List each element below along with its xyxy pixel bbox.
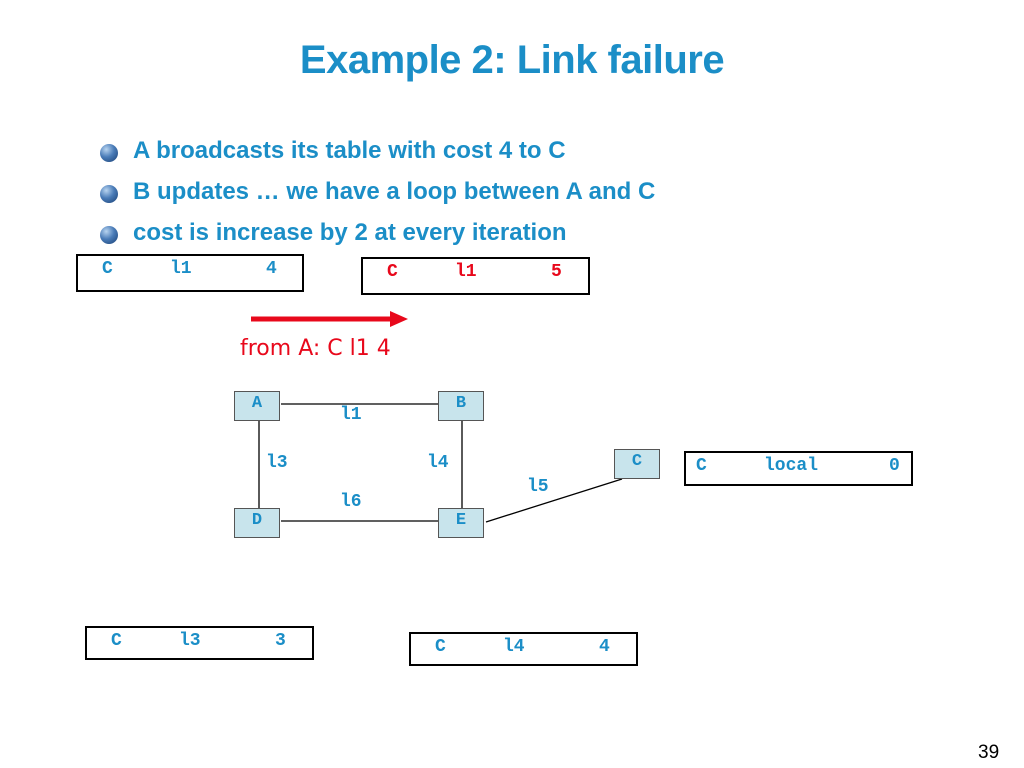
node-a: A	[234, 391, 280, 421]
node-b: B	[438, 391, 484, 421]
table-dest: C	[102, 259, 113, 279]
table-cost: 4	[266, 259, 277, 279]
routing-table-c: C local 0	[684, 451, 913, 486]
table-cost: 0	[889, 456, 900, 476]
link-l6-label: l6	[340, 492, 362, 512]
table-link: l1	[170, 259, 192, 279]
table-dest: C	[111, 631, 122, 651]
arrow-right-icon	[390, 311, 408, 327]
node-c: C	[614, 449, 660, 479]
routing-table-b: C l1 5	[361, 257, 590, 295]
node-d: D	[234, 508, 280, 538]
slide-title: Example 2: Link failure	[299, 38, 725, 82]
table-link: local	[764, 456, 819, 476]
table-dest: C	[435, 637, 446, 657]
table-cost: 3	[275, 631, 286, 651]
link-l5-line	[485, 478, 623, 523]
link-l5-label: l5	[527, 477, 549, 497]
routing-table-d: C l3 3	[85, 626, 314, 660]
table-dest: C	[696, 456, 707, 476]
link-l3-label: l3	[266, 453, 288, 473]
bullet-dot-icon	[100, 144, 118, 162]
bullet-text: A broadcasts its table with cost 4 to C	[133, 137, 566, 164]
table-dest: C	[387, 262, 398, 282]
bullet-list: A broadcasts its table with cost 4 to C …	[100, 134, 655, 257]
table-cost: 4	[599, 637, 610, 657]
routing-table-a: C l1 4	[76, 254, 304, 292]
link-l1-label: l1	[340, 405, 362, 425]
table-link: l3	[179, 631, 201, 651]
bullet-item: A broadcasts its table with cost 4 to C	[100, 134, 655, 175]
message-annotation: from A: C l1 4	[240, 336, 391, 361]
table-link: l4	[503, 637, 525, 657]
routing-table-e: C l4 4	[409, 632, 638, 666]
table-cost: 5	[551, 262, 562, 282]
node-e: E	[438, 508, 484, 538]
bullet-text: B updates … we have a loop between A and…	[133, 178, 656, 205]
table-link: l1	[455, 262, 477, 282]
bullet-text: cost is increase by 2 at every iteration	[133, 219, 567, 246]
bullet-item: cost is increase by 2 at every iteration	[100, 216, 655, 257]
bullet-dot-icon	[100, 185, 118, 203]
bullet-item: B updates … we have a loop between A and…	[100, 175, 655, 216]
page-number: 39	[978, 742, 1000, 763]
link-l4-label: l4	[427, 453, 449, 473]
bullet-dot-icon	[100, 226, 118, 244]
